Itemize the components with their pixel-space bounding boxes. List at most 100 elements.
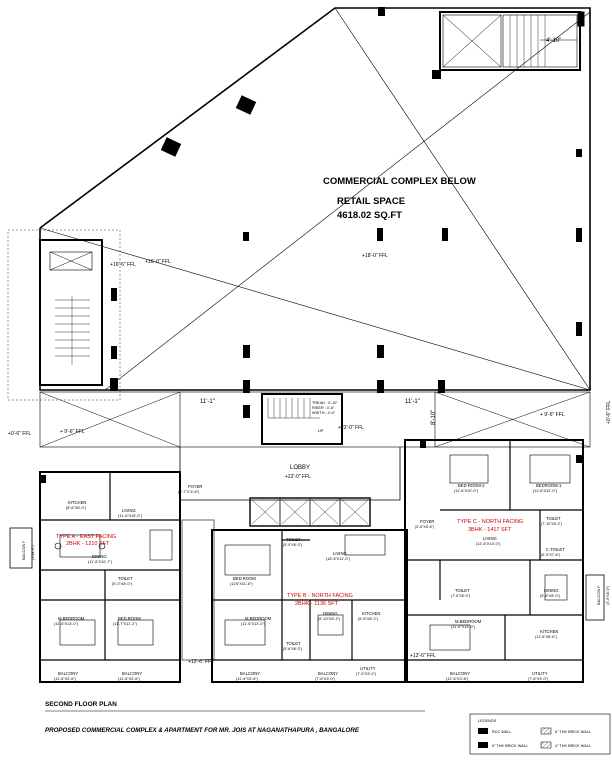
room-a-kitchen-dim: (8'-6"X8'-0")	[66, 506, 87, 510]
room-c-kitchen-dim: (11'-6"X8'-6")	[535, 635, 558, 639]
room-a-balcony-1: BALCONY	[58, 671, 78, 676]
corridor-band	[39, 391, 591, 448]
room-b-utility: UTILITY	[360, 666, 376, 671]
room-c-mbed-dim: (11'-6"X13'-0")	[451, 625, 476, 629]
legend-swatches	[469, 713, 611, 755]
level-right-ground: + 9'-6" FFL	[540, 412, 565, 418]
room-b-balcony-2: BALCONY	[318, 671, 338, 676]
room-c-living-dim: (12'-6"X13'-0")	[476, 542, 501, 546]
room-b-balcony-1-dim: (11'-6"X3'-6")	[236, 677, 259, 681]
level-far-left: +0'-6" FFL	[8, 431, 31, 437]
level-left-side: +16'-0" FFL	[145, 259, 171, 265]
room-a-dining: DINING	[92, 554, 107, 559]
room-c-toilet-1: TOILET	[546, 516, 561, 521]
level-left-ground: + 9'-6" FFL	[60, 429, 85, 435]
room-c-balcony-1: BALCONY	[450, 671, 470, 676]
room-c-utility: UTILITY	[532, 671, 548, 676]
central-stair	[261, 393, 343, 445]
type-c-apartment	[404, 439, 605, 683]
plan-title: SECOND FLOOR PLAN	[45, 701, 117, 708]
room-b-mbed: M.BEDROOM	[245, 616, 272, 621]
lobby-name: LOBBY	[290, 465, 310, 471]
room-a-kitchen: KITCHEN	[68, 500, 86, 505]
room-b-utility-dim: (7'-0"X3'-0")	[356, 672, 377, 676]
stair-up: UP	[318, 428, 324, 433]
dim-3: 8'-10"	[431, 410, 437, 425]
retail-space-outline	[39, 7, 591, 391]
room-c-mbed: M.BEDROOM	[455, 619, 482, 624]
dim-top: 4'-10"	[546, 38, 561, 44]
room-c-dining-dim: (9'-6"X8'-0")	[540, 594, 561, 598]
room-a-bed-dim: (11'-7"X11'-2")	[113, 622, 138, 626]
room-b-balcony-2-dim: (7'-6"X3'-0")	[315, 677, 336, 681]
room-c-balcony-1-dim: (12'-6"X3'-6")	[446, 677, 469, 681]
type-b-subtitle: 2BHK - 1136 SFT	[295, 601, 339, 607]
room-c-toilet-2: TOILET	[455, 588, 470, 593]
room-b-toilet-1: TOILET	[286, 537, 301, 542]
legend-title: LEGENDS	[478, 719, 497, 723]
project-title: PROPOSED COMMERCIAL COMPLEX & APARTMENT …	[45, 727, 360, 734]
legend-item-3: 6" THK BRICK WALL	[555, 730, 591, 734]
level-mid: +22'-0" FFL	[338, 425, 364, 431]
type-c-subtitle: 3BHK - 1417 SFT	[468, 527, 512, 533]
room-b-kitchen: KITCHEN	[362, 611, 380, 616]
furniture	[54, 454, 571, 651]
room-c-foyer-dim: (5'-6"X5'-6")	[415, 525, 434, 529]
room-b-dining-dim: (9'-10"X8'-2")	[318, 617, 341, 621]
type-a-apartment	[9, 471, 215, 683]
retail-ffl: +18'-0" FFL	[362, 253, 388, 259]
stair-width: WIDTH : 4'-0"	[312, 411, 336, 415]
room-a-balcony-1-dim: (11'-6"X3'-6")	[54, 677, 77, 681]
structural-columns	[40, 7, 582, 483]
retail-area: 4618.02 SQ.FT	[337, 210, 402, 221]
room-c-kitchen: KITCHEN	[540, 629, 558, 634]
legend-item-2: 9" THK BRICK WALL	[492, 744, 528, 748]
room-a-toilet: TOILET	[118, 576, 133, 581]
room-a-foyer-dim: (5'-7"X 5'-6")	[178, 490, 200, 494]
stair-riser: RISER : 0'-6"	[312, 406, 335, 410]
room-b-dining: DINING	[323, 611, 338, 616]
room-a-balcony-side: BALCONY	[21, 541, 26, 560]
legend-item-1: RCC WALL	[492, 730, 511, 734]
room-b-toilet-1-dim: (5'-0"X8'-0")	[283, 543, 302, 547]
room-b-living: LIVING	[333, 551, 347, 556]
level-far-right: +0'-6" FFL	[606, 401, 612, 424]
room-a-toilet-dim: (5'-0"X8'-0")	[112, 582, 133, 586]
room-c-bed1: BEDROOM-1	[536, 483, 562, 488]
dim-2: 11'-1"	[405, 399, 420, 405]
room-b-toilet-2-dim: (5'-6"X8'-0")	[283, 647, 302, 651]
level-stair-left: +16'-6" FFL	[110, 262, 136, 268]
lobby-outline	[179, 447, 401, 527]
room-b-bed-dim: (11'6"X11'-6")	[230, 582, 253, 586]
room-a-balcony-2-dim: (11'-6"X3'-6")	[118, 677, 141, 681]
room-a-bed: BED ROOM	[118, 616, 141, 621]
room-a-mbed: M.BEDROOM	[58, 616, 85, 621]
retail-title: COMMERCIAL COMPLEX BELOW	[323, 176, 476, 187]
lobby-ffl: +22'-0" FFL	[285, 474, 311, 480]
room-c-bed2-dim: (11'-6"X10'-0")	[454, 489, 479, 493]
text-labels: COMMERCIAL COMPLEX BELOW RETAIL SPACE 46…	[8, 38, 612, 748]
room-c-living: LIVING	[483, 536, 497, 541]
room-b-toilet-2: TOILET	[286, 641, 301, 646]
room-c-balcony-side: BALCONY	[596, 586, 601, 605]
room-c-bed2: BED ROOM-2	[458, 483, 485, 488]
room-a-living-dim: (11'-6"X15'-0")	[118, 514, 143, 518]
room-b-bed: BED ROOM	[233, 576, 256, 581]
room-a-mbed-dim: (11'-6"X13'-0")	[54, 622, 79, 626]
dim-1: 11'-1"	[200, 399, 215, 405]
level-type-c-bottom: +12'-6" FFL	[410, 653, 436, 659]
room-c-utility-dim: (7'-6"X3'-0")	[528, 677, 549, 681]
room-c-toilet-1-dim: (7'-10"X5'-0")	[541, 522, 562, 526]
room-b-mbed-dim: (11'-6"X13'-0")	[241, 622, 266, 626]
room-a-dining-dim: (11'-6"X10'-7")	[88, 560, 113, 564]
top-stair-core	[439, 11, 585, 71]
room-c-balcony-side-dim: (3'-0"X8'-0")	[606, 586, 610, 605]
type-a-title: TYPE A - EAST FACING	[56, 534, 116, 540]
room-a-living: LIVING	[122, 508, 136, 513]
left-stair-core	[7, 229, 121, 401]
room-c-bed1-dim: (11'-6"X12'-0")	[533, 489, 558, 493]
type-a-subtitle: 2BHK - 1210 SFT	[66, 541, 110, 547]
level-type-a-bottom: +12'-6" FFL	[188, 659, 214, 665]
room-c-ctoilet-dim: (5'-0"X7'-6")	[541, 553, 560, 557]
